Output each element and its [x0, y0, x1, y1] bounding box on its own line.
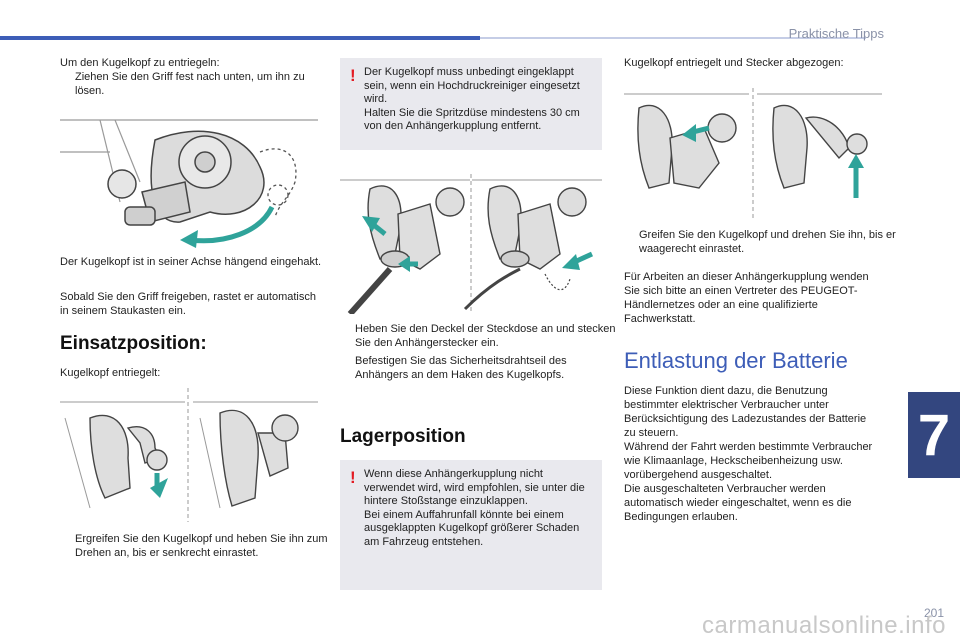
bullet-grab: Ergreifen Sie den Kugelkopf und heben Si… — [75, 533, 328, 559]
warning-icon: ! — [350, 66, 356, 85]
header-bar-light — [480, 37, 866, 39]
bullet-pull: Ziehen Sie den Griff fest nach unten, um… — [75, 71, 305, 97]
page-number: 201 — [923, 606, 944, 620]
warning-box-pressure-washer: ! Der Kugelkopf muss unbedingt eingeklap… — [340, 58, 602, 150]
heading-storage: Lagerposition — [340, 426, 466, 447]
watermark: carmanualsonline.info — [702, 612, 946, 639]
warning-text-4: Bei einem Auffahrunfall könnte bei einem… — [364, 508, 580, 548]
battery-text: Diese Funktion dient dazu, die Benutzung… — [624, 384, 874, 524]
warning-icon: ! — [350, 468, 356, 487]
illustration-vertical-position — [60, 388, 318, 522]
heading-battery: Entlastung der Batterie — [624, 348, 848, 373]
illustration-horizontal-position — [624, 88, 882, 218]
heading-use-position: Einsatzposition: — [60, 333, 207, 354]
warning-text-2: Halten Sie die Spritzdüse mindestens 30 … — [364, 106, 580, 133]
illustration-socket — [340, 174, 602, 314]
unlocked-caption: Kugelkopf entriegelt: — [60, 367, 161, 379]
section-title: Praktische Tipps — [788, 26, 884, 41]
chapter-tab[interactable]: 7 — [908, 392, 960, 478]
caption-unplugged: Kugelkopf entriegelt und Stecker abgezog… — [624, 57, 844, 69]
intro-text: Um den Kugelkopf zu entriegeln: — [60, 57, 220, 69]
bullet-turn: Greifen Sie den Kugelkopf und drehen Sie… — [639, 229, 896, 255]
battery-paragraph-2: Während der Fahrt werden bestimmte Verbr… — [624, 441, 873, 481]
warning-text-3: Wenn diese Anhängerkupplung nicht verwen… — [364, 468, 585, 507]
header-bar — [0, 36, 480, 40]
battery-paragraph-3: Die ausgeschalteten Verbraucher werden a… — [624, 483, 852, 523]
illustration-unlock-handle — [60, 112, 318, 250]
bullet-fix: Befestigen Sie das Sicherheitsdrahtseil … — [355, 355, 567, 381]
release-text: Sobald Sie den Griff freigeben, rastet e… — [60, 291, 316, 317]
hooked-text: Der Kugelkopf ist in seiner Achse hängen… — [60, 256, 322, 268]
dealer-text: Für Arbeiten an dieser Anhängerkupplung … — [624, 271, 869, 325]
warning-box-storage: ! Wenn diese Anhängerkupplung nicht verw… — [340, 460, 602, 590]
bullet-lift: Heben Sie den Deckel der Steckdose an un… — [355, 323, 616, 349]
battery-paragraph-1: Diese Funktion dient dazu, die Benutzung… — [624, 385, 867, 439]
warning-text-1: Der Kugelkopf muss unbedingt eingeklappt… — [364, 66, 580, 105]
